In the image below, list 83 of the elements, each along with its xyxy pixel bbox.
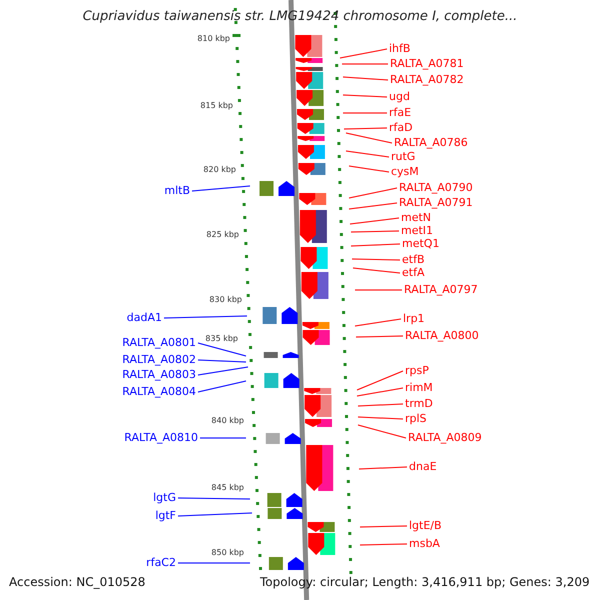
leader-line (178, 512, 252, 516)
gene-label: RALTA_A0801 (122, 337, 196, 348)
position-label: 820 kbp (203, 166, 236, 174)
leader-line (350, 230, 400, 232)
gene-label: cysM (391, 166, 419, 177)
gene-label: etfA (402, 267, 424, 278)
gene-label: rplS (405, 413, 427, 424)
gene-label: RALTA_A0800 (405, 330, 479, 341)
gene-label: rfaD (389, 122, 413, 133)
gene-label: RALTA_A0802 (122, 354, 196, 365)
position-label: 835 kbp (205, 335, 238, 343)
gene-label: RALTA_A0809 (408, 432, 482, 443)
gene-label: RALTA_A0797 (404, 284, 478, 295)
accession-text: Accession: NC_010528 (9, 576, 146, 588)
leader-line (340, 48, 388, 58)
leader-line (192, 186, 250, 192)
gene-label: lgtE/B (409, 520, 442, 531)
position-label: 815 kbp (200, 102, 233, 110)
gene-label: RALTA_A0804 (122, 386, 196, 397)
leader-line (356, 370, 404, 390)
gene-label: rimM (405, 382, 433, 393)
gene-label: rfaE (389, 107, 412, 118)
position-label: 850 kbp (211, 549, 244, 557)
position-label: 840 kbp (211, 417, 244, 425)
leader-line (358, 404, 404, 406)
gene-label: rfaC2 (146, 557, 176, 568)
leader-line (352, 268, 400, 274)
leader-line (356, 336, 404, 338)
gene-label: metQ1 (402, 238, 440, 249)
leader-line (342, 76, 388, 80)
gene-label: lrp1 (403, 313, 425, 324)
diagram-title: Cupriavidus taiwanensis str. LMG19424 chromosome I, complete... (82, 10, 518, 23)
gene-label: metI1 (401, 225, 434, 236)
gene-label: metN (401, 212, 432, 223)
leader-line (358, 466, 408, 470)
gene-label: trmD (405, 398, 433, 409)
gene-label: RALTA_A0781 (390, 58, 464, 69)
gene-label: dadA1 (126, 312, 162, 323)
gene-label: ihfB (389, 43, 410, 54)
leader-line (358, 424, 406, 438)
gene-label: rutG (391, 151, 416, 162)
leader-line (198, 380, 246, 392)
leader-line (164, 316, 248, 318)
leader-line (360, 526, 408, 528)
leader-line (178, 562, 250, 564)
gene-label: lgtF (155, 510, 176, 521)
leader-line (198, 366, 248, 376)
leader-line (348, 166, 390, 172)
leader-line (356, 388, 404, 396)
gene-label: RALTA_A0810 (124, 432, 198, 443)
leader-line (350, 244, 400, 246)
gene-label: RALTA_A0790 (399, 182, 473, 193)
gene-label: RALTA_A0786 (394, 137, 468, 148)
leader-line (198, 342, 246, 356)
position-label: 825 kbp (206, 231, 239, 239)
gene-label: ugd (389, 91, 410, 102)
leader-line (348, 202, 398, 210)
gene-label: etfB (402, 254, 424, 265)
leader-line (178, 498, 250, 500)
gene-label: RALTA_A0791 (399, 197, 473, 208)
gene-label: lgtG (153, 492, 176, 503)
leader-line (360, 544, 408, 546)
summary-text: Topology: circular; Length: 3,416,911 bp; Genes: 3,209 (260, 576, 590, 588)
position-label: 845 kbp (211, 484, 244, 492)
position-label: 810 kbp (197, 35, 230, 43)
gene-label: msbA (409, 538, 440, 549)
gene-label: mltB (164, 185, 190, 196)
position-label: 830 kbp (209, 296, 242, 304)
gene-label: dnaE (409, 461, 437, 472)
leader-line (346, 132, 392, 144)
leader-line (198, 360, 246, 362)
leader-line (342, 94, 388, 98)
leader-line (346, 150, 390, 158)
gene-label: RALTA_A0782 (390, 74, 464, 85)
leader-line (342, 112, 388, 114)
leader-line (344, 128, 388, 130)
leader-line (352, 258, 400, 260)
leader-line (354, 318, 402, 326)
leader-line (350, 218, 400, 224)
gene-label: rpsP (405, 365, 429, 376)
leader-line (348, 188, 398, 198)
gene-label: RALTA_A0803 (122, 369, 196, 380)
leader-line (358, 416, 404, 420)
